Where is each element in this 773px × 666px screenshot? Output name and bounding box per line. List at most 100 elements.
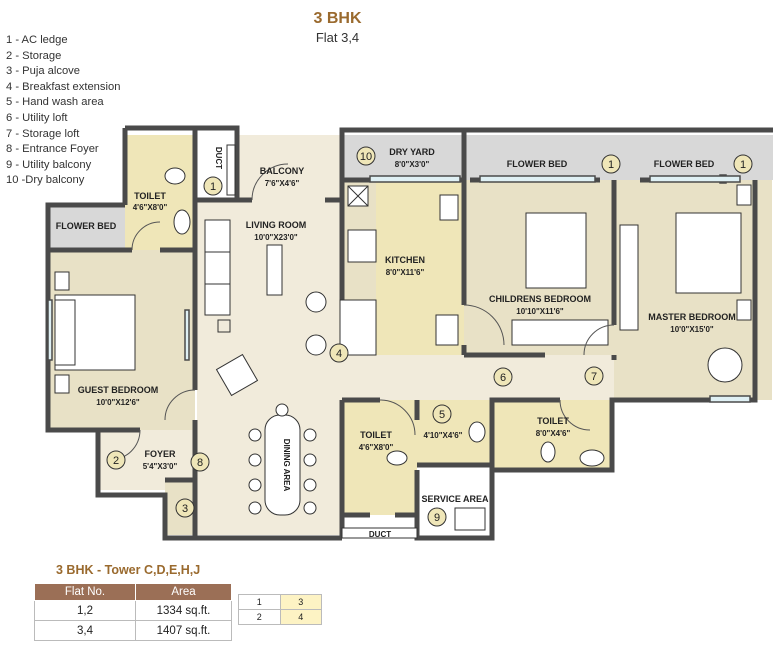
master-bedroom-label: MASTER BEDROOM (648, 312, 736, 322)
marker-10-circle (356, 146, 376, 166)
kitchen-dim: 8'0"X11'6" (386, 268, 425, 277)
balcony-dim: 7'6"X4'6" (265, 179, 300, 188)
wall (339, 127, 467, 200)
balcony-label: BALCONY (260, 166, 305, 176)
marker-8-circle (190, 452, 210, 472)
marker-3-circle (175, 498, 195, 518)
master-nightstand (736, 184, 752, 206)
table-cell: 3,4 (34, 620, 136, 641)
chair (248, 428, 262, 442)
marker-1-circle (733, 154, 753, 174)
toilet-wc (386, 450, 408, 466)
guest-pillow (54, 299, 76, 366)
chair (303, 501, 317, 515)
toilet-top-dim: 4'6"X8'0" (133, 203, 168, 212)
flat-key-cell: 2 (238, 609, 281, 625)
childrens-bedroom-dim: 10'10"X11'6" (516, 307, 564, 316)
dining-chairs (248, 403, 317, 515)
legend-item: 5 - Hand wash area (6, 96, 104, 109)
furniture (54, 144, 752, 539)
marker-1-text: 1 (210, 181, 216, 193)
washing-machine (454, 507, 486, 531)
page-title: 3 BHK (313, 10, 362, 27)
chair (248, 478, 262, 492)
door (379, 399, 416, 436)
marker-1-text: 1 (608, 159, 614, 171)
tv-unit (266, 244, 283, 296)
master-wardrobe (619, 224, 639, 331)
living-room-label: LIVING ROOM (246, 220, 307, 230)
duct-bottom-label: DUCT (369, 530, 391, 539)
table-cell: 1,2 (34, 600, 136, 621)
window (47, 299, 53, 361)
foyer-label: FOYER (144, 449, 176, 459)
childrens-bed (525, 212, 587, 289)
chair (303, 453, 317, 467)
chair (275, 403, 289, 417)
flower-bed-left-label: FLOWER BED (56, 221, 117, 231)
flat-key-cell: 1 (238, 594, 281, 610)
area-table-header: Flat No. (34, 583, 136, 601)
marker-10-text: 10 (360, 151, 372, 163)
guest-bedroom-dim: 10'0"X12'6" (96, 398, 140, 407)
door (131, 221, 161, 251)
living-room-dim: 10'0"X23'0" (254, 233, 298, 242)
childrens-wardrobe (511, 319, 609, 346)
marker-6-circle (493, 367, 513, 387)
guest-bedroom-label: GUEST BEDROOM (78, 385, 159, 395)
duct-bottom (341, 527, 418, 539)
door (583, 324, 615, 356)
master-nightstand (736, 299, 752, 321)
corridor-floor (342, 355, 617, 400)
marker-5-text: 5 (439, 409, 445, 421)
guest-nightstand (54, 271, 70, 291)
table-row: 3,4 1407 sq.ft. (34, 620, 232, 641)
door (463, 304, 505, 346)
table-row: 1 3 (238, 594, 322, 610)
marker-4-circle (329, 343, 349, 363)
legend-item: 3 - Puja alcove (6, 65, 81, 78)
duct-top (226, 144, 236, 196)
sofa (204, 219, 231, 316)
legend-item: 6 - Utility loft (6, 111, 68, 124)
chair (303, 428, 317, 442)
chair (303, 478, 317, 492)
room-labels: FLOWER BED TOILET 4'6"X8'0" DUCT BALCONY… (56, 147, 736, 539)
table-row: 2 4 (238, 609, 322, 625)
legend-item: 9 - Utility balcony (6, 158, 92, 171)
marker-2-circle (106, 450, 126, 470)
dry-yard-label: DRY YARD (389, 147, 435, 157)
master-bed (675, 212, 742, 294)
door (251, 163, 289, 201)
toilet-right-dim: 8'0"X4'6" (536, 429, 571, 438)
wall (492, 180, 758, 473)
dining-area-label: DINING AREA (282, 439, 291, 492)
legend-item: 1 - AC ledge (6, 34, 68, 46)
flower-bed-right-label: FLOWER BED (654, 159, 715, 169)
stool (305, 334, 327, 356)
balcony-floor (237, 135, 342, 200)
childrens-bedroom-label: CHILDRENS BEDROOM (489, 294, 591, 304)
marker-9-text: 9 (434, 512, 440, 524)
handwash-basin (468, 421, 486, 443)
area-table-header-row: Flat No. Area (34, 583, 232, 601)
marker-7-text: 7 (591, 371, 597, 383)
master-bedroom-dim: 10'0"X15'0" (670, 325, 714, 334)
area-table: Flat No. Area 1,2 1334 sq.ft. 3,4 1407 s… (34, 583, 232, 641)
toilet-basin (579, 449, 605, 467)
doors (109, 163, 615, 461)
flat-key-cell-highlighted: 3 (279, 594, 322, 610)
table-cell: 1407 sq.ft. (135, 620, 232, 641)
marker-9-circle (427, 507, 447, 527)
kitchen-appliance (435, 314, 459, 346)
window (709, 395, 751, 403)
chair (248, 501, 262, 515)
kitchen-label: KITCHEN (385, 255, 425, 265)
marker-2-text: 2 (113, 455, 119, 467)
window (479, 175, 596, 183)
flower-bed-mid-label: FLOWER BED (507, 159, 568, 169)
windows (47, 174, 751, 403)
table-cell: 1334 sq.ft. (135, 600, 232, 621)
marker-1-circle (203, 176, 223, 196)
armchair (215, 353, 259, 397)
